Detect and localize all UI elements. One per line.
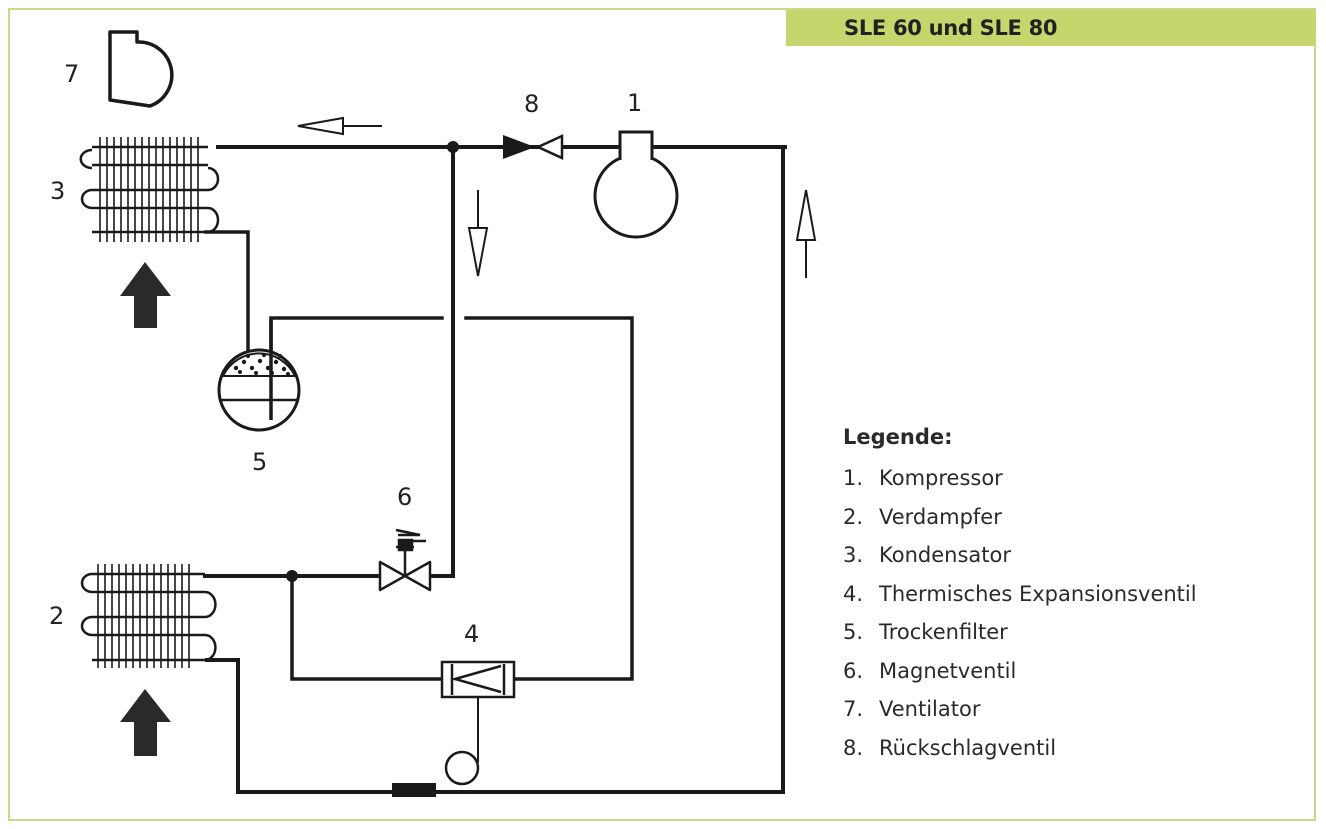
junction-dot-evaporator <box>286 570 298 582</box>
label-dryer-number: 5 <box>252 448 267 476</box>
flow-arrow-up-icon <box>795 189 817 278</box>
label-solenoid-valve-number: 6 <box>397 483 412 511</box>
dryer-filter-symbol <box>217 318 301 432</box>
legend-item-label: Thermisches Expansionsventil <box>879 581 1197 606</box>
legend-item: 7. Ventilator <box>843 690 1197 729</box>
pipe-hotgas-bypass <box>428 145 455 578</box>
legend-item-label: Magnetventil <box>879 658 1017 683</box>
legend-item-label: Rückschlagventil <box>879 735 1057 760</box>
condenser-coil <box>79 137 220 242</box>
flow-arrows <box>297 116 817 278</box>
evaporator-coil <box>80 564 217 668</box>
label-fan-number: 7 <box>64 60 79 88</box>
diagram-frame <box>8 8 1316 821</box>
legend-item-number: 1. <box>843 466 864 490</box>
legend-item-number: 2. <box>843 504 864 529</box>
legend-item-number: 4. <box>843 581 864 606</box>
label-check-valve-number: 8 <box>524 90 539 118</box>
junction-dot-top <box>447 141 459 153</box>
legend-item-number: 5. <box>843 620 864 644</box>
legend-item-number: 3. <box>843 543 864 567</box>
check-valve-symbol <box>503 134 564 160</box>
flow-arrow-left-icon <box>297 116 382 136</box>
solenoid-valve-symbol <box>378 528 432 592</box>
airflow-arrow-evaporator <box>120 689 171 756</box>
page-title: SLE 60 und SLE 80 <box>844 16 1058 40</box>
label-compressor-number: 1 <box>627 89 642 117</box>
pipe-expansion-loop <box>290 574 444 681</box>
pipe-right-return <box>205 145 785 794</box>
legend-title: Legende: <box>843 425 953 449</box>
airflow-arrow-condenser <box>120 262 171 328</box>
flow-arrow-down-icon <box>467 190 489 277</box>
legend-item-label: Trockenfilter <box>879 620 1008 644</box>
label-condenser-number: 3 <box>50 177 65 205</box>
legend: Legende: 1. Kompressor 2. Verdampfer 3. Kon… <box>843 425 1197 767</box>
compressor-symbol <box>593 130 679 239</box>
legend-item-label: Kompressor <box>879 466 1003 490</box>
legend-item: 5. Trockenfilter <box>843 613 1197 652</box>
legend-item-number: 7. <box>843 697 864 721</box>
legend-item: 8. Rückschlagventil <box>843 729 1197 768</box>
legend-item-number: 8. <box>843 735 864 760</box>
legend-item: 4. Thermisches Expansionsventil <box>843 575 1197 614</box>
legend-item-number: 6. <box>843 658 864 683</box>
legend-item-label: Kondensator <box>879 543 1011 567</box>
legend-item-label: Verdampfer <box>879 504 1002 529</box>
pipe-expansion-out <box>464 316 634 681</box>
legend-item: 6. Magnetventil <box>843 652 1197 691</box>
legend-item: 2. Verdampfer <box>843 498 1197 537</box>
expansion-valve-symbol <box>392 660 516 797</box>
label-expansion-valve-number: 4 <box>464 620 479 648</box>
legend-item: 1. Kompressor <box>843 459 1197 498</box>
pipe-condenser-out <box>204 230 250 352</box>
legend-item: 3. Kondensator <box>843 536 1197 575</box>
title-bar: SLE 60 und SLE 80 <box>786 10 1316 46</box>
fan-icon <box>108 30 174 108</box>
legend-item-label: Ventilator <box>879 697 981 721</box>
label-evaporator-number: 2 <box>49 602 64 630</box>
